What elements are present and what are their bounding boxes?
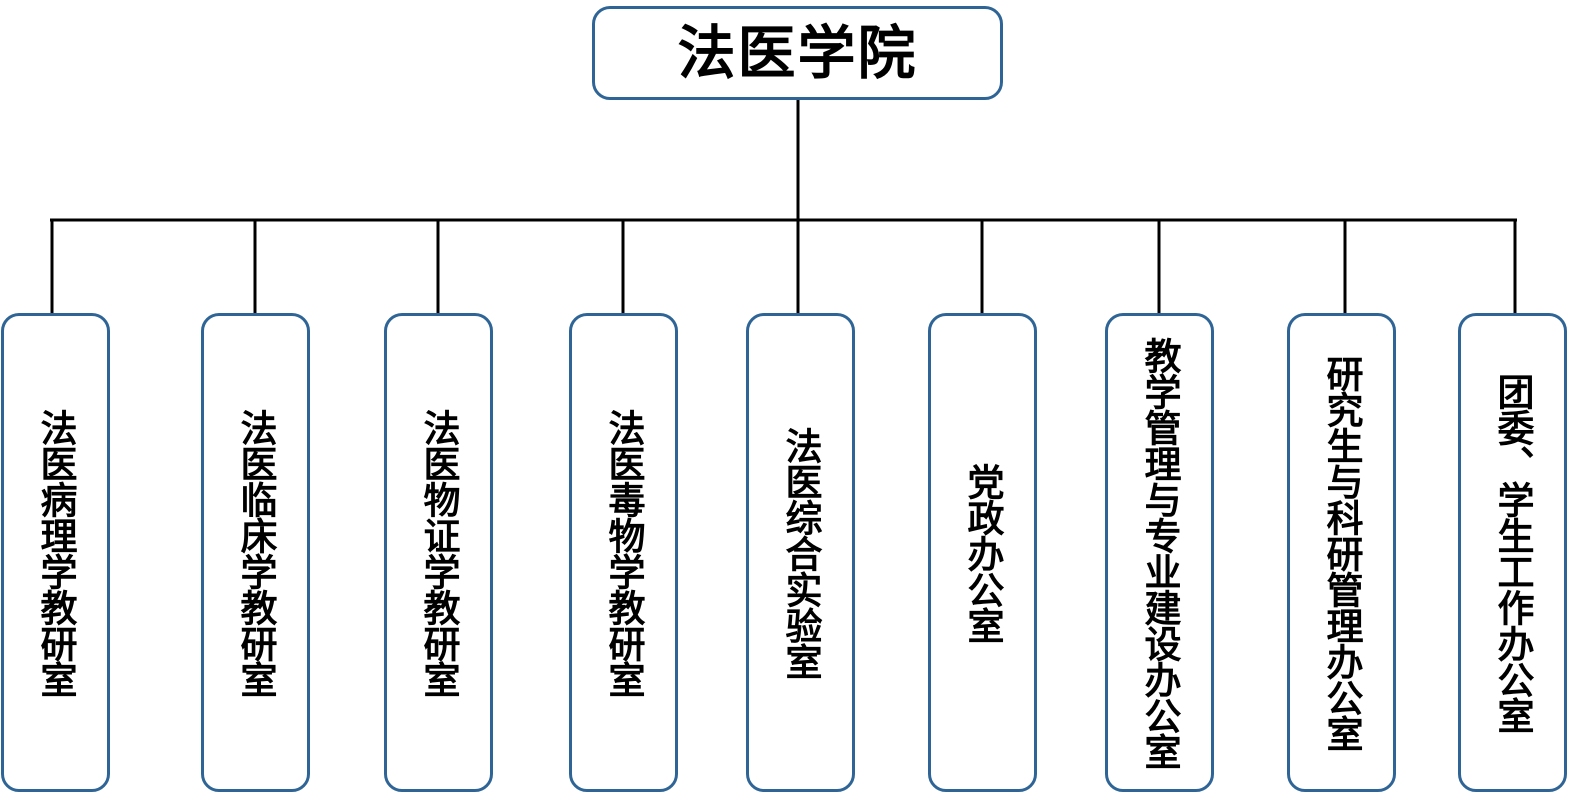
root-title: 法医学院	[677, 19, 918, 87]
dept-node-genetics: 法医物证学教研室	[384, 313, 493, 792]
dept-node-party-office: 党政办公室	[928, 313, 1037, 792]
dept-label: 法医病理学教研室	[34, 408, 77, 697]
dept-label: 法医临床学教研室	[234, 408, 277, 697]
dept-node-clinical: 法医临床学教研室	[201, 313, 310, 792]
dept-label: 党政办公室	[961, 462, 1004, 643]
dept-label: 法医物证学教研室	[417, 408, 460, 697]
dept-label: 法医毒物学教研室	[602, 408, 645, 697]
dept-node-student-office: 团委、学生工作办公室	[1458, 313, 1567, 792]
root-node: 法医学院	[592, 6, 1003, 100]
dept-node-pathology: 法医病理学教研室	[1, 313, 110, 792]
dept-label: 法医综合实验室	[779, 426, 822, 679]
dept-node-research-office: 研究生与科研管理办公室	[1287, 313, 1396, 792]
dept-node-teaching-office: 教学管理与专业建设办公室	[1105, 313, 1214, 792]
dept-label: 研究生与科研管理办公室	[1320, 354, 1363, 751]
dept-node-toxicology: 法医毒物学教研室	[569, 313, 678, 792]
dept-label: 团委、学生工作办公室	[1491, 372, 1534, 733]
dept-node-lab: 法医综合实验室	[746, 313, 855, 792]
dept-label: 教学管理与专业建设办公室	[1138, 336, 1181, 769]
